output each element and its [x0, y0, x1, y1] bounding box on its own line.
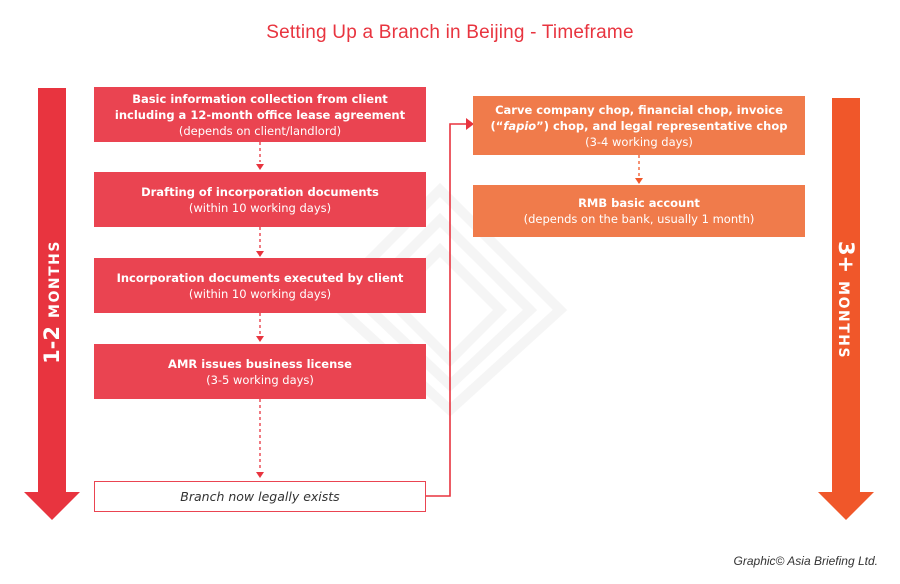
step-detail: (within 10 working days) — [188, 200, 332, 215]
step-title: Basic information collection from client… — [114, 91, 406, 122]
step-business-license: AMR issues business license (3-5 working… — [94, 344, 426, 399]
right-phase-arrow — [818, 98, 874, 520]
step-title-part: Carve company chop, financial chop, invo… — [490, 102, 783, 133]
step-detail: (3-4 working days) — [585, 134, 693, 149]
step-branch-exists: Branch now legally exists — [94, 481, 426, 512]
right-step-connector-head — [635, 178, 643, 184]
graphic-credit: Graphic© Asia Briefing Ltd. — [733, 554, 878, 568]
right-phase-unit: MONTHS — [835, 281, 851, 360]
step-detail: (3-5 working days) — [206, 372, 314, 387]
left-phase-unit: MONTHS — [47, 240, 63, 318]
left-phase-label: 1-2 MONTHS — [40, 240, 64, 364]
step-title: Carve company chop, financial chop, invo… — [487, 102, 791, 134]
step-info-collection: Basic information collection from client… — [94, 87, 426, 142]
right-phase-label: 3+ MONTHS — [834, 241, 858, 359]
step-detail: (within 10 working days) — [188, 286, 332, 301]
left-connector-heads — [256, 164, 264, 478]
step-detail: (depends on client/landlord) — [178, 123, 342, 138]
step-drafting-documents: Drafting of incorporation documents (wit… — [94, 172, 426, 227]
transition-connector — [426, 123, 468, 497]
step-title-emphasis: fapio — [503, 118, 537, 133]
left-phase-duration: 1-2 — [40, 325, 64, 364]
step-title: AMR issues business license — [168, 356, 352, 371]
transition-connector-head — [466, 118, 474, 130]
step-carve-chops: Carve company chop, financial chop, invo… — [473, 96, 805, 155]
step-documents-executed: Incorporation documents executed by clie… — [94, 258, 426, 313]
step-detail: (depends on the bank, usually 1 month) — [523, 212, 755, 226]
left-phase-arrow — [24, 88, 80, 520]
page-title: Setting Up a Branch in Beijing - Timefra… — [266, 22, 634, 43]
step-title-part: ”) chop, and legal representative chop — [536, 118, 788, 133]
right-phase-duration: 3+ — [834, 240, 858, 274]
step-title: Incorporation documents executed by clie… — [116, 270, 404, 285]
step-title: RMB basic account — [578, 196, 700, 210]
step-title: Drafting of incorporation documents — [141, 184, 379, 199]
step-rmb-account: RMB basic account (depends on the bank, … — [473, 185, 805, 237]
